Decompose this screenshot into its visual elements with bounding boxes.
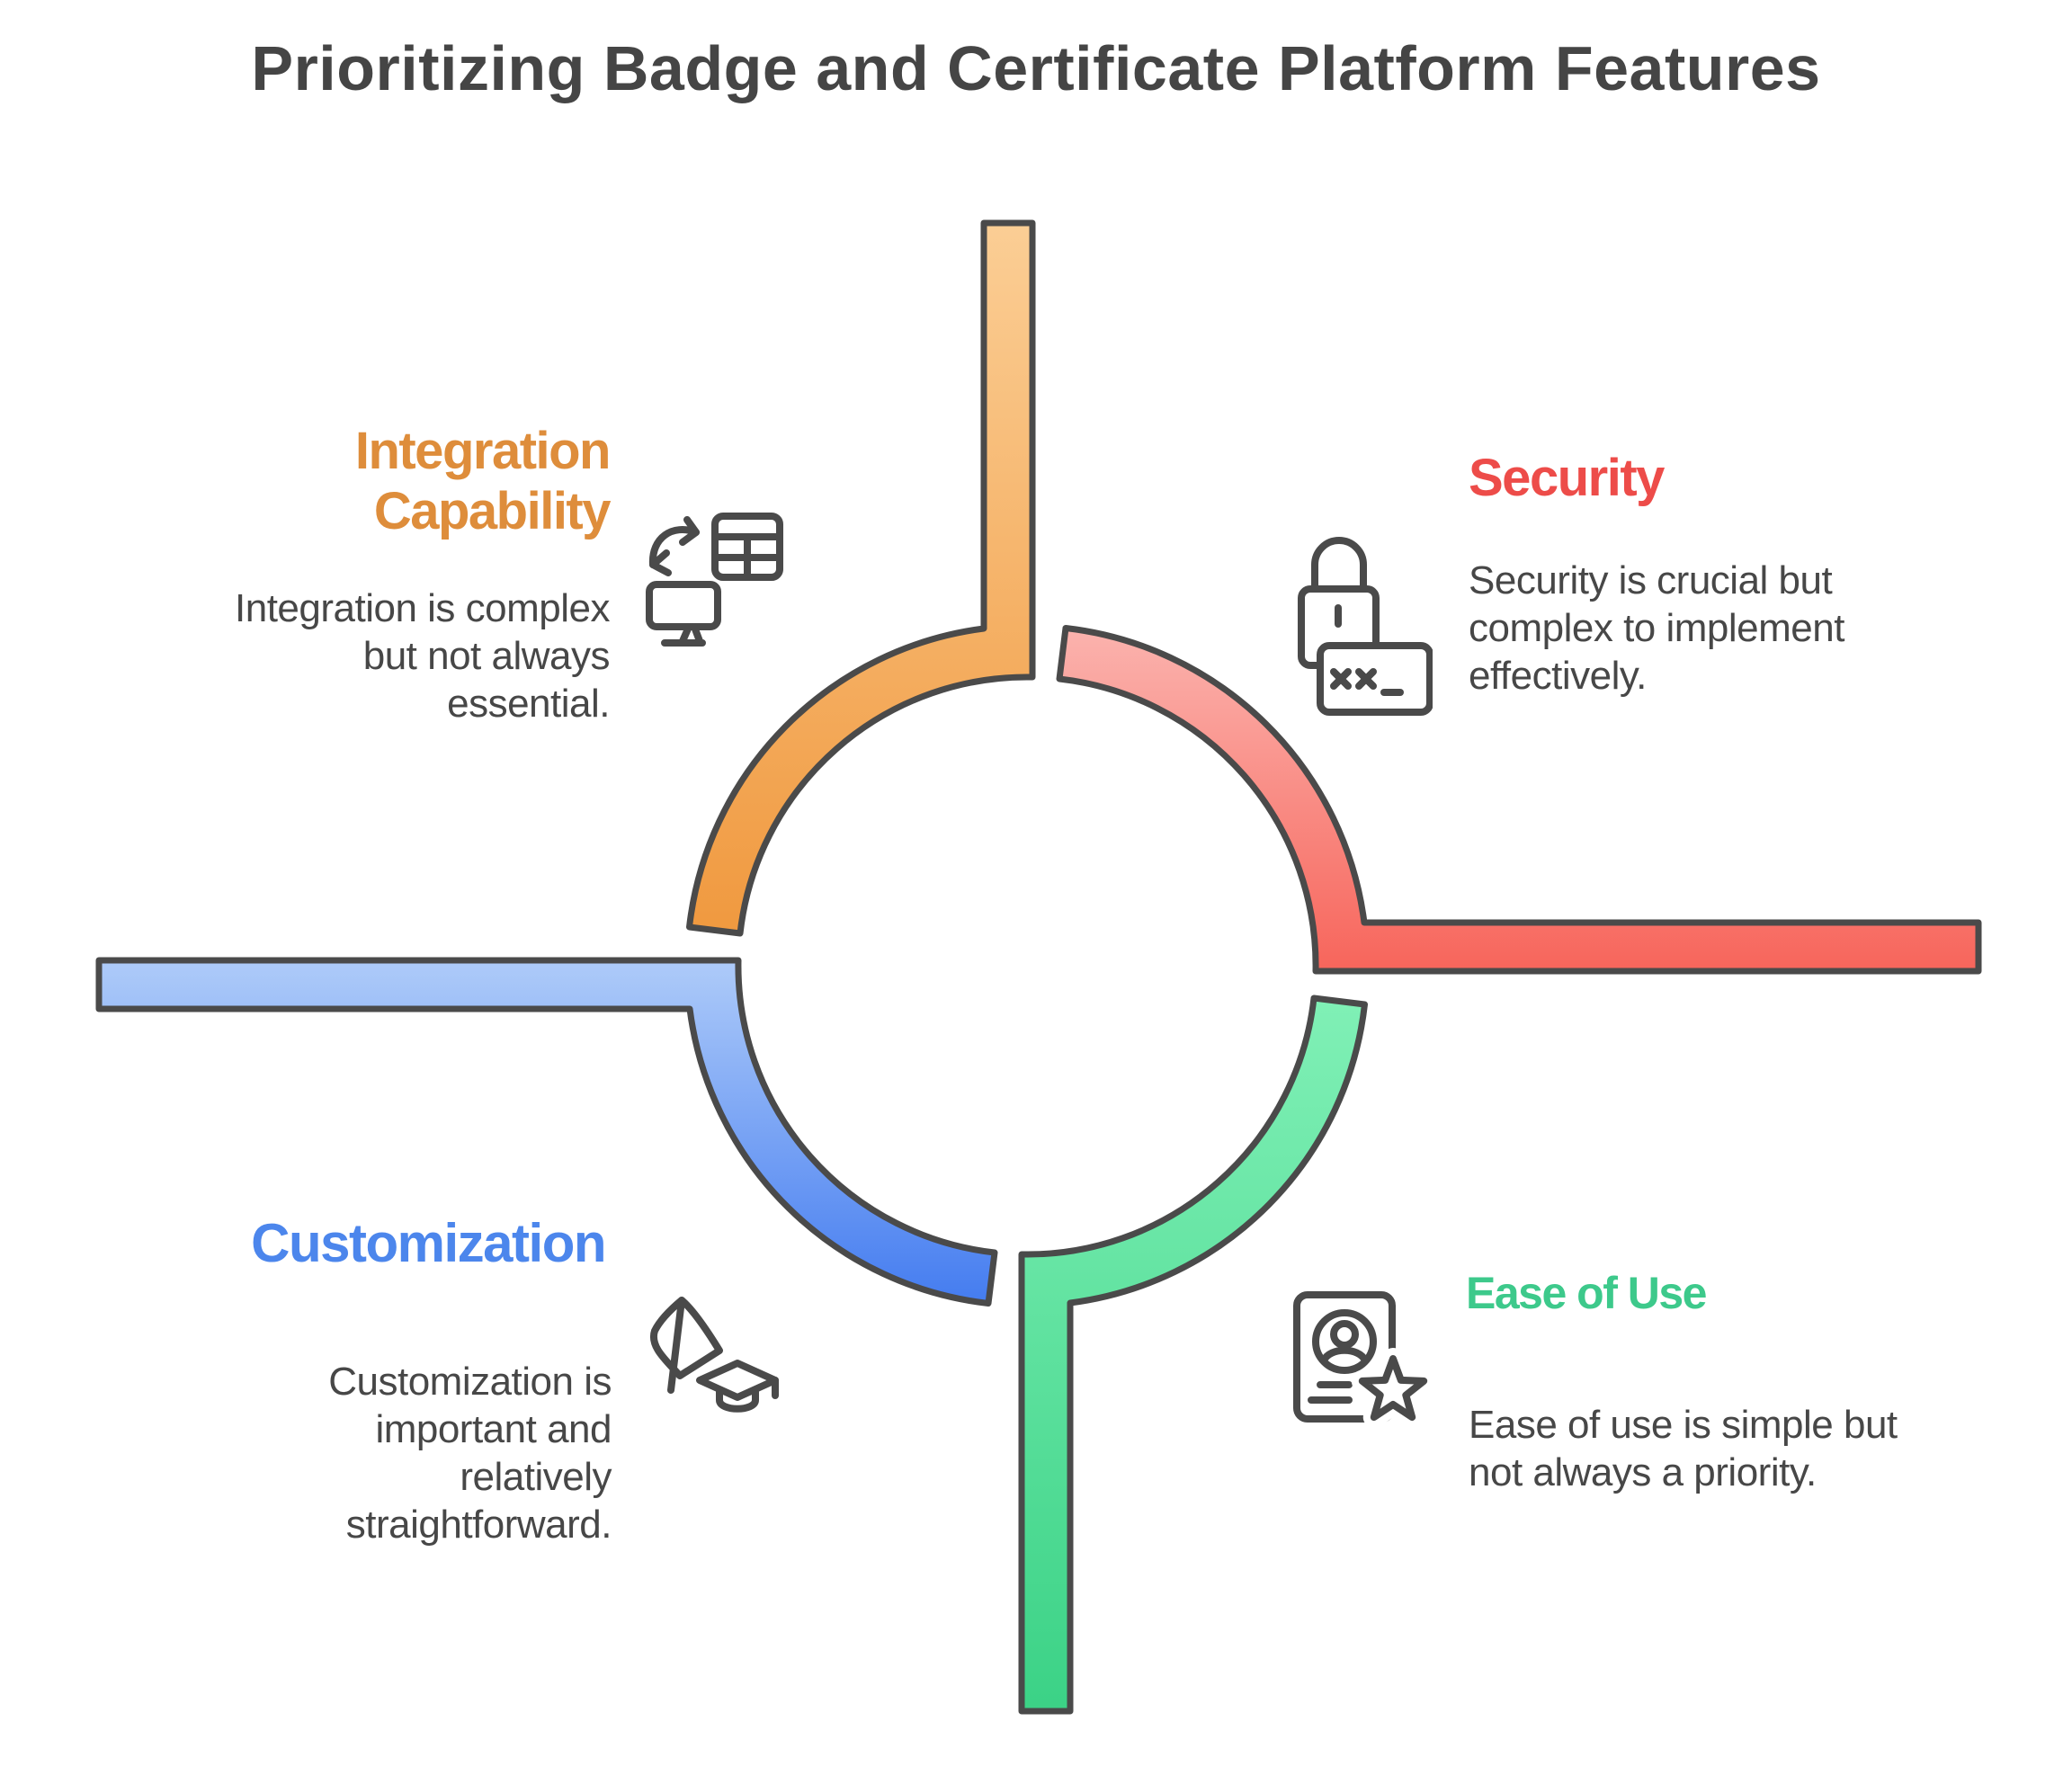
ease-of-use-description: Ease of use is simple but not always a p…	[1469, 1403, 1898, 1494]
lock-shackle	[1311, 537, 1367, 602]
security-heading: Security	[1469, 449, 1665, 507]
avatar-circle	[1312, 1309, 1377, 1374]
customization-arc-segment	[95, 957, 998, 1307]
flag-graduation-cap-icon	[649, 1297, 779, 1413]
avatar-shoulders	[1320, 1346, 1369, 1364]
padlock-password-icon	[1298, 537, 1433, 716]
integration-description: Integration is complex but not always es…	[235, 586, 611, 726]
mortarboard-top	[696, 1360, 779, 1401]
security-description: Security is crucial but complex to imple…	[1469, 558, 1844, 698]
customization-description: Customization is important and relativel…	[328, 1360, 612, 1547]
customization-heading: Customization	[251, 1213, 606, 1273]
sync-arrow-up	[648, 526, 700, 568]
mortarboard-band	[716, 1387, 759, 1413]
star-glyph	[1358, 1355, 1428, 1422]
data-sync-monitor-icon	[646, 513, 783, 647]
page-title: Prioritizing Badge and Certificate Platf…	[251, 33, 1821, 103]
integration-heading: Integration Capability	[354, 422, 612, 540]
id-card-star-icon	[1293, 1291, 1435, 1429]
monitor-glyph	[646, 581, 721, 630]
flag-banner	[649, 1297, 723, 1379]
ease-of-use-heading: Ease of Use	[1466, 1268, 1707, 1318]
security-arc-segment	[1056, 625, 1982, 975]
ease-of-use-arc-segment	[1018, 995, 1368, 1715]
integration-arc-segment	[686, 219, 1036, 937]
flag-pole	[667, 1297, 685, 1394]
password-box	[1317, 642, 1433, 716]
avatar-head	[1330, 1320, 1359, 1349]
card-text-lines	[1308, 1381, 1353, 1404]
